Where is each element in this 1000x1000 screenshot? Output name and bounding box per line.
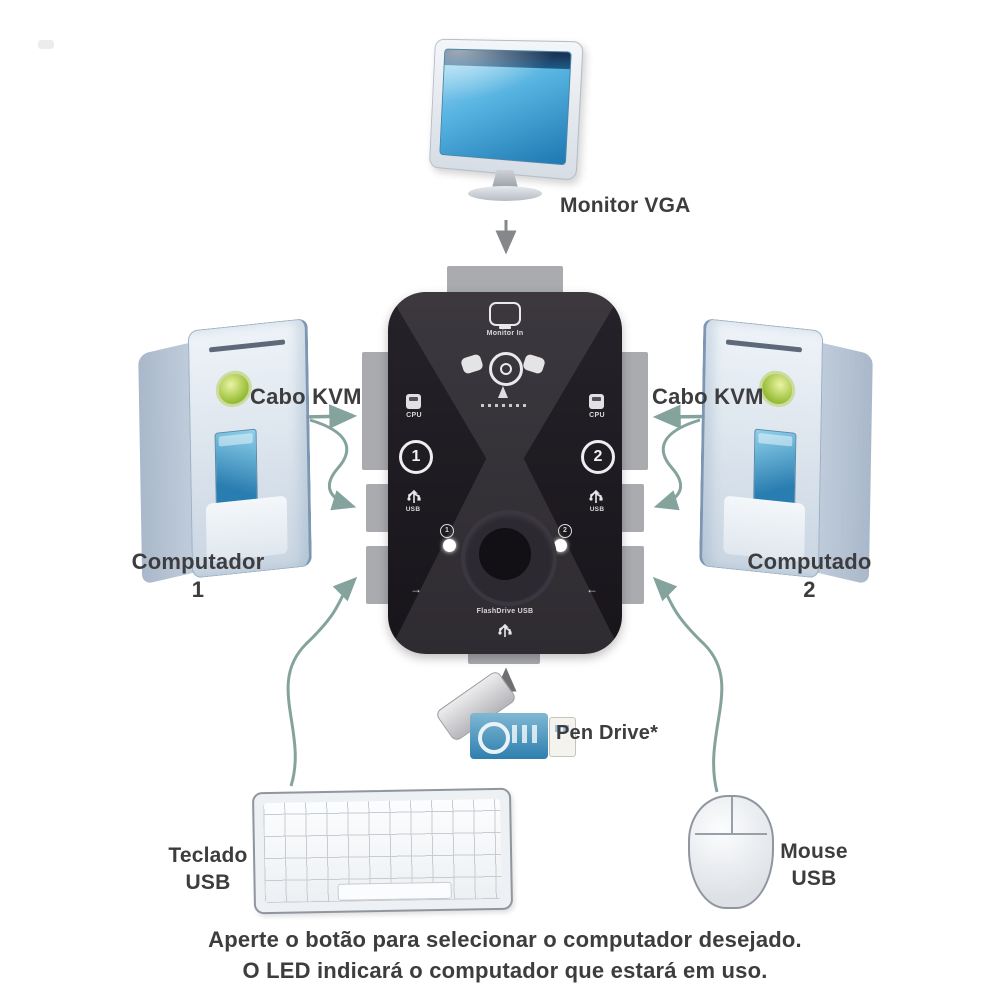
select-computer-1-button[interactable]: 1 bbox=[399, 440, 433, 474]
arrow-cable-left-loop bbox=[309, 418, 357, 511]
select-computer-2-button[interactable]: 2 bbox=[581, 440, 615, 474]
keyboard-label-line2: USB bbox=[185, 871, 231, 894]
tower2-drive-slot bbox=[725, 339, 803, 353]
mouse-label: Mouse USB bbox=[762, 838, 866, 892]
tower1-front-panel bbox=[187, 318, 312, 579]
monitor-screen bbox=[439, 48, 572, 166]
face-arrow-right-icon: → bbox=[586, 582, 598, 596]
computer-2-number: 2 bbox=[803, 577, 816, 602]
monitor-out-icon bbox=[489, 302, 521, 329]
mouse-label-line1: Mouse bbox=[780, 840, 848, 863]
usb-bottom-icon bbox=[498, 623, 512, 637]
monitor-stand-base bbox=[468, 186, 542, 201]
kvm-port-right-low bbox=[620, 546, 644, 604]
image-artifact bbox=[38, 40, 54, 49]
tower2-green-badge bbox=[758, 369, 796, 409]
tower1-drive-slot bbox=[208, 339, 286, 353]
mouse-label-line2: USB bbox=[791, 867, 837, 890]
pendrive-connector bbox=[549, 717, 576, 757]
kvm-port-right-vga bbox=[618, 352, 648, 470]
pendrive-body bbox=[470, 713, 548, 759]
flashdrive-port-label: FlashDrive USB bbox=[476, 608, 534, 615]
caption-line2: O LED indicará o computador que estará e… bbox=[242, 958, 768, 983]
usb1-label: USB bbox=[405, 506, 421, 513]
caption-line1: Aperte o botão para selecionar o computa… bbox=[208, 927, 802, 952]
cable-right-label: Cabo KVM bbox=[652, 384, 764, 409]
kvm-port-left-vga bbox=[362, 352, 392, 470]
logo-emblem-icon bbox=[489, 352, 523, 386]
usb2-label: USB bbox=[589, 506, 605, 513]
cpu1-icon bbox=[406, 394, 421, 409]
usb1-icon bbox=[407, 489, 421, 503]
face-arrow-left-icon: → bbox=[410, 582, 422, 596]
led2-indicator bbox=[554, 539, 567, 552]
caption: Aperte o botão para selecionar o computa… bbox=[110, 924, 900, 986]
kvm-switch: Monitor In CPU 1 USB CPU 2 USB 1 2 → → bbox=[388, 292, 622, 654]
usb-mouse bbox=[688, 795, 774, 909]
arrow-keyboard-to-kvm bbox=[286, 576, 358, 787]
logo-tagline-dots bbox=[481, 404, 529, 407]
monitor-in-label: Monitor In bbox=[486, 330, 524, 337]
kvm-port-monitor-top bbox=[447, 266, 563, 296]
computer-2-label: Computado 2 bbox=[732, 548, 887, 604]
selector-push-button[interactable] bbox=[461, 510, 557, 606]
kvm-port-left-low bbox=[366, 546, 390, 604]
keyboard-spacebar bbox=[337, 881, 452, 901]
monitor-stand-neck bbox=[492, 170, 518, 188]
tower1-green-badge bbox=[215, 369, 253, 409]
computer-1-label: Computador 1 bbox=[118, 548, 278, 604]
computer-1-number: 1 bbox=[191, 577, 205, 602]
monitor-label: Monitor VGA bbox=[560, 194, 691, 217]
computer-1-name: Computador bbox=[131, 549, 265, 574]
cable-left-label: Cabo KVM bbox=[250, 384, 362, 409]
led2-marker: 2 bbox=[558, 524, 572, 538]
arrow-mouse-to-kvm bbox=[652, 576, 724, 793]
monitor-bezel bbox=[428, 38, 584, 181]
keyboard-label: Teclado USB bbox=[158, 842, 258, 896]
cpu1-label: CPU bbox=[406, 412, 422, 419]
kvm-port-right-mid bbox=[620, 484, 644, 532]
computer-2-name: Computado bbox=[747, 549, 872, 574]
kvm-port-left-mid bbox=[366, 484, 390, 532]
vga-monitor bbox=[420, 30, 590, 230]
usb-keyboard bbox=[251, 787, 514, 915]
cpu2-label: CPU bbox=[589, 412, 605, 419]
cpu2-icon bbox=[589, 394, 604, 409]
pendrive-label: Pen Drive* bbox=[556, 722, 659, 744]
usb2-icon bbox=[589, 489, 603, 503]
led1-marker: 1 bbox=[440, 524, 454, 538]
arrow-cable-right-loop bbox=[653, 418, 701, 511]
logo-stem-icon bbox=[498, 386, 508, 398]
tower2-front-panel bbox=[699, 318, 824, 579]
keyboard-label-line1: Teclado bbox=[168, 844, 248, 867]
led1-indicator bbox=[443, 539, 456, 552]
